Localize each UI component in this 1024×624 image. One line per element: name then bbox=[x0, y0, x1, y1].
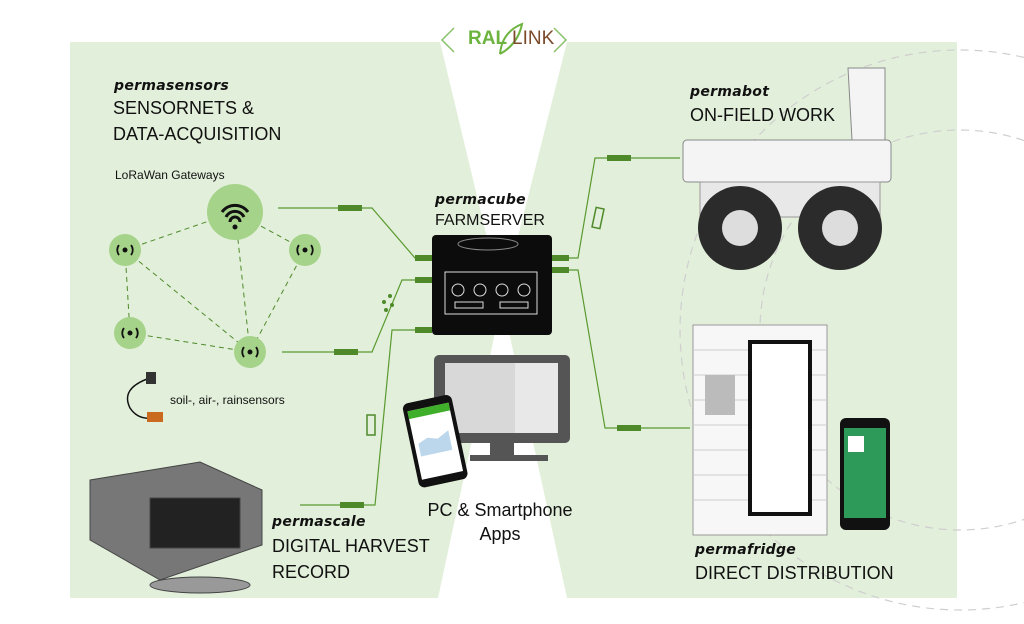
rallink-logo: RAL LINK bbox=[440, 22, 568, 58]
sensor-probe-icon bbox=[126, 372, 163, 422]
fridge-title: DIRECT DISTRIBUTION bbox=[695, 563, 894, 583]
cube-brand: permacube bbox=[435, 192, 526, 208]
logo-link: LINK bbox=[512, 28, 555, 49]
pc-monitor-image bbox=[434, 355, 570, 461]
sensors-brand: permasensors bbox=[114, 78, 230, 94]
gateways-label: LoRaWan Gateways bbox=[115, 168, 225, 182]
smartphone-image bbox=[402, 395, 468, 488]
chip-icons bbox=[366, 206, 605, 436]
sensors-title-2: DATA-ACQUISITION bbox=[113, 124, 282, 144]
bluetooth-dots-icon bbox=[382, 294, 394, 312]
sensors-title-1: SENSORNETS & bbox=[113, 98, 255, 118]
bot-brand: permabot bbox=[690, 84, 770, 100]
scale-title-1: DIGITAL HARVEST bbox=[272, 536, 430, 556]
scale-brand: permascale bbox=[272, 514, 366, 530]
apps-title-1: PC & Smartphone bbox=[427, 500, 573, 520]
scale-title-2: RECORD bbox=[272, 562, 351, 582]
fridge-image bbox=[692, 324, 828, 536]
left-panel bbox=[70, 42, 502, 598]
signal-wave-icons bbox=[116, 244, 314, 358]
probes-label: soil-, air-, rainsensors bbox=[170, 393, 285, 407]
fridge-phone-image bbox=[840, 418, 890, 530]
gateway-main-icon bbox=[207, 184, 263, 240]
scale-image bbox=[89, 461, 263, 594]
cube-title: FARMSERVER bbox=[435, 212, 545, 229]
bot-title: ON-FIELD WORK bbox=[690, 105, 836, 125]
farmserver-image bbox=[432, 235, 552, 335]
robot-image bbox=[682, 67, 892, 270]
fridge-brand: permafridge bbox=[695, 542, 797, 558]
apps-title-2: Apps bbox=[479, 524, 521, 544]
wire-connectors bbox=[334, 155, 641, 508]
logo-ral: RAL bbox=[468, 28, 508, 49]
